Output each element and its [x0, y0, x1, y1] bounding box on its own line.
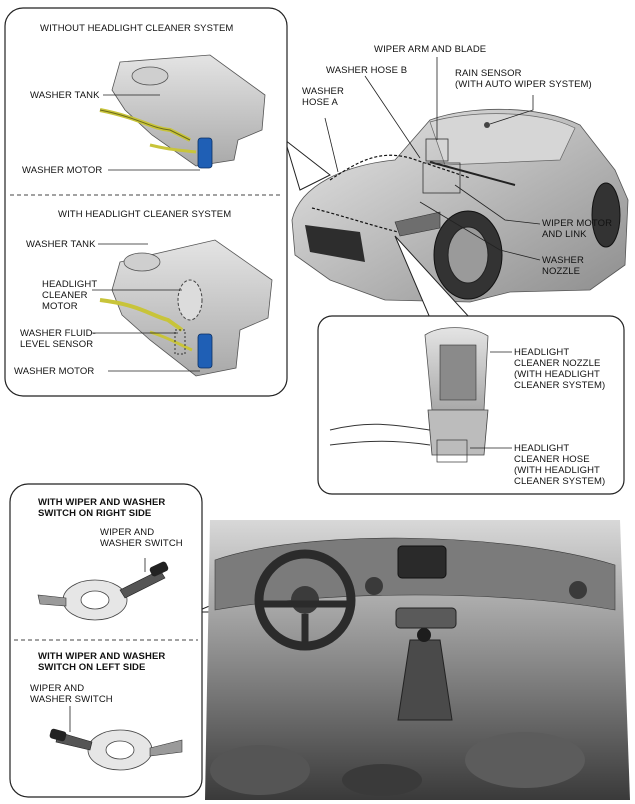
- label-washer-motor-with: WASHER MOTOR: [14, 366, 95, 377]
- label-headlight-cleaner-motor: HEADLIGHT CLEANER MOTOR: [42, 279, 98, 312]
- wiper-blade: [429, 161, 516, 186]
- cleaner-hose: [329, 423, 431, 431]
- label-washer-tank-without: WASHER TANK: [30, 90, 100, 101]
- gear-knob: [417, 628, 431, 642]
- label-washer-tank-with: WASHER TANK: [26, 239, 96, 250]
- rear-wheel: [591, 182, 621, 248]
- steering-wheel: [254, 549, 356, 651]
- washer-hose-path: [329, 154, 471, 181]
- nozzle-panel: [317, 235, 625, 495]
- windshield: [429, 113, 576, 166]
- panel-callout-wedge: [284, 138, 331, 191]
- washer-tank-without-illustration: [99, 54, 266, 169]
- interior-illustration: [205, 520, 630, 800]
- label-rain-sensor: RAIN SENSOR (WITH AUTO WIPER SYSTEM): [455, 68, 592, 90]
- wiper-motor-detail-box: [422, 162, 461, 194]
- heading-switch-left-side: WITH WIPER AND WASHER SWITCH ON LEFT SID…: [38, 651, 166, 673]
- rain-sensor-dot: [484, 122, 490, 128]
- label-headlight-cleaner-hose: HEADLIGHT CLEANER HOSE (WITH HEADLIGHT C…: [514, 443, 606, 487]
- heading-with-cleaner: WITH HEADLIGHT CLEANER SYSTEM: [58, 209, 232, 220]
- label-washer-hose-a: WASHER HOSE A: [302, 86, 344, 108]
- center-display: [397, 545, 447, 579]
- heading-switch-right-side: WITH WIPER AND WASHER SWITCH ON RIGHT SI…: [38, 497, 166, 519]
- washer-motor-without: [197, 137, 213, 169]
- label-washer-hose-b: WASHER HOSE B: [326, 65, 408, 76]
- heading-without-cleaner: WITHOUT HEADLIGHT CLEANER SYSTEM: [40, 23, 234, 34]
- hose-connector: [427, 409, 489, 456]
- label-wiper-motor-and-link: WIPER MOTOR AND LINK: [542, 218, 613, 240]
- washer-motor-with: [197, 333, 213, 369]
- switch-left-illustration: [49, 706, 183, 771]
- label-washer-fluid-level-sensor: WASHER FLUID- LEVEL SENSOR: [20, 328, 96, 350]
- car-illustration: [291, 57, 629, 303]
- front-grille: [305, 225, 365, 262]
- switch-right-illustration: [37, 558, 169, 621]
- headlight-cleaner-motor-outline: [177, 279, 203, 321]
- label-washer-nozzle: WASHER NOZZLE: [542, 255, 584, 277]
- label-wiper-washer-switch-left: WIPER AND WASHER SWITCH: [30, 683, 113, 705]
- car-leader-lines: [324, 57, 541, 261]
- washer-tank-with-illustration: [99, 239, 273, 377]
- washer-tank-panel: [4, 7, 331, 397]
- tank-leader-lines: [92, 94, 200, 372]
- wiper-stalk-right: [119, 569, 166, 599]
- label-washer-motor-without: WASHER MOTOR: [22, 165, 103, 176]
- fluid-level-sensor-outline: [174, 329, 186, 355]
- label-headlight-cleaner-nozzle: HEADLIGHT CLEANER NOZZLE (WITH HEADLIGHT…: [514, 347, 606, 391]
- center-console: [397, 639, 453, 721]
- nozzle-leader-lines: [470, 351, 512, 449]
- headlight: [394, 211, 441, 237]
- label-wiper-washer-switch-right: WIPER AND WASHER SWITCH: [100, 527, 183, 549]
- label-wiper-arm-and-blade: WIPER ARM AND BLADE: [374, 44, 487, 55]
- switch-panel: [9, 483, 267, 798]
